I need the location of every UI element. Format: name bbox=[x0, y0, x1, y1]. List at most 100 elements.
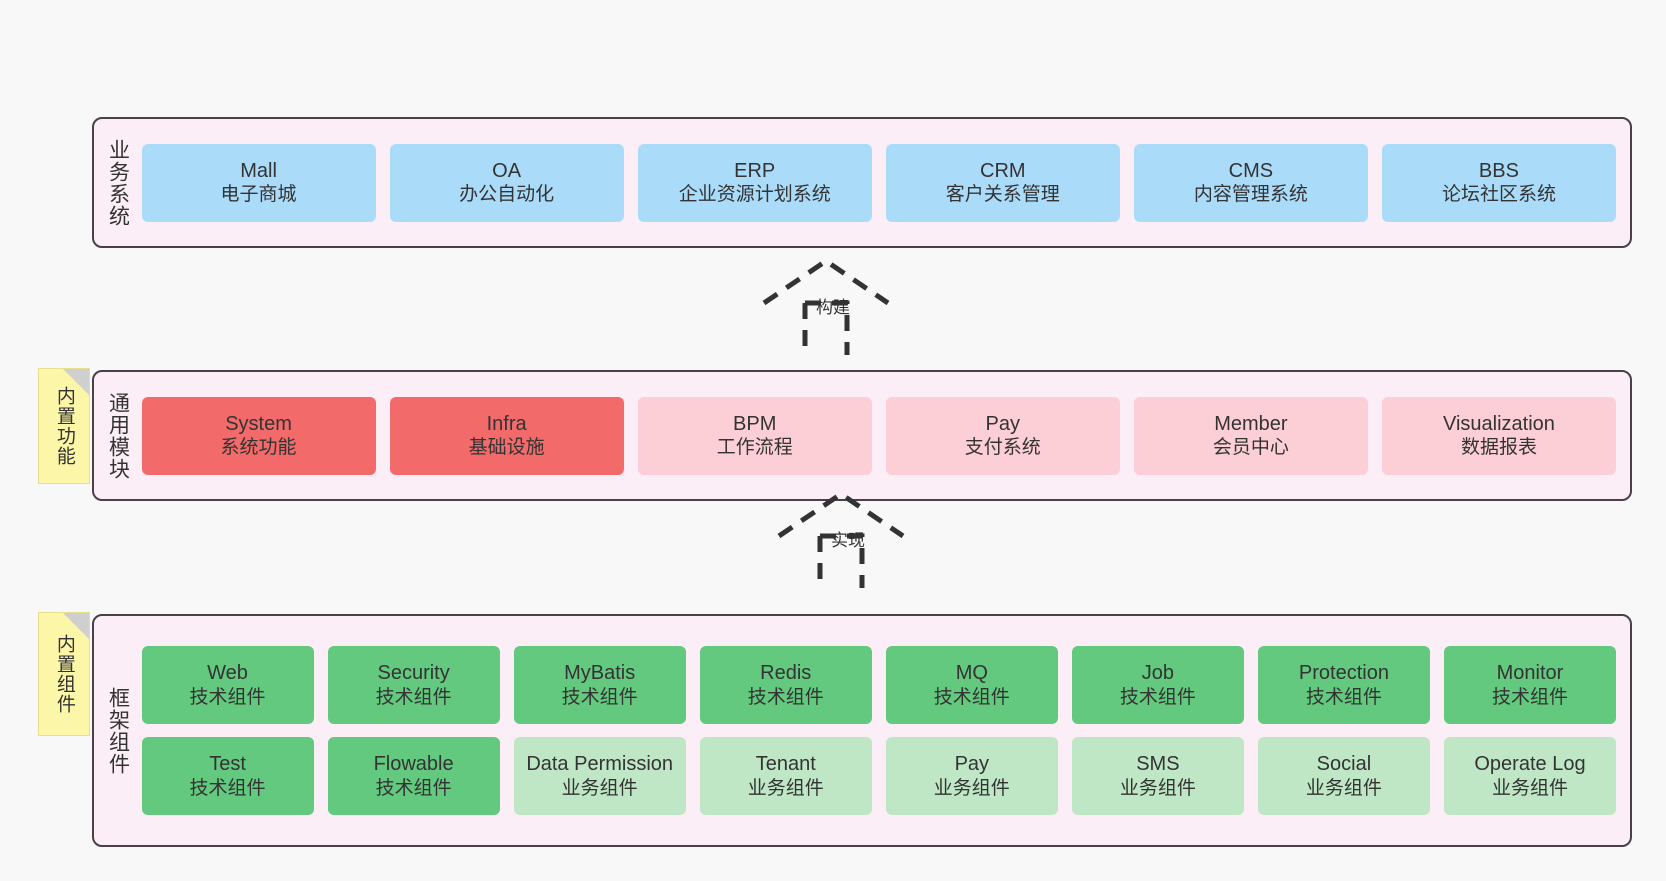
note-builtin-features-label: 内置功能 bbox=[53, 386, 75, 466]
connector-build: 构建 bbox=[750, 255, 950, 355]
cell-sms-title: SMS bbox=[1136, 753, 1180, 776]
cell-mall[interactable]: Mall 电子商城 bbox=[141, 143, 376, 222]
cell-erp-title: ERP bbox=[734, 159, 776, 182]
cell-infra-subtitle: 基础设施 bbox=[468, 437, 545, 459]
cell-sms-subtitle: 业务组件 bbox=[1119, 777, 1196, 799]
connector-implement-arrow bbox=[777, 490, 905, 588]
cell-job[interactable]: Job 技术组件 bbox=[1071, 646, 1244, 724]
cell-visualization-subtitle: 数据报表 bbox=[1460, 437, 1537, 459]
cell-tenant[interactable]: Tenant 业务组件 bbox=[699, 737, 872, 815]
cell-web-title: Web bbox=[207, 662, 248, 685]
cell-visualization-title: Visualization bbox=[1442, 412, 1555, 435]
cell-data-permission-subtitle: 业务组件 bbox=[561, 777, 638, 799]
note-fold-corner-icon bbox=[63, 369, 89, 395]
framework-components-cell-grid: Web 技术组件 Security 技术组件 MyBatis 技术组件 Redi… bbox=[138, 646, 1630, 815]
cell-crm-title: CRM bbox=[980, 159, 1026, 182]
business-systems-row: Mall 电子商城 OA 办公自动化 ERP 企业资源计划系统 CRM 客户关系… bbox=[141, 143, 1616, 222]
cell-social[interactable]: Social 业务组件 bbox=[1257, 737, 1430, 815]
cell-redis-title: Redis bbox=[760, 662, 812, 685]
cell-oa-subtitle: 办公自动化 bbox=[459, 184, 555, 206]
cell-mq-title: MQ bbox=[955, 662, 988, 685]
cell-erp[interactable]: ERP 企业资源计划系统 bbox=[637, 143, 872, 222]
cell-redis[interactable]: Redis 技术组件 bbox=[699, 646, 872, 724]
cell-infra[interactable]: Infra 基础设施 bbox=[389, 396, 624, 475]
cell-protection[interactable]: Protection 技术组件 bbox=[1257, 646, 1430, 724]
cell-social-title: Social bbox=[1316, 753, 1372, 776]
cell-sms[interactable]: SMS 业务组件 bbox=[1071, 737, 1244, 815]
cell-oa[interactable]: OA 办公自动化 bbox=[389, 143, 624, 222]
note-fold-corner-icon bbox=[63, 613, 89, 639]
cell-pay-module-title: Pay bbox=[985, 412, 1021, 435]
cell-cms-title: CMS bbox=[1228, 159, 1274, 182]
cell-bbs[interactable]: BBS 论坛社区系统 bbox=[1381, 143, 1616, 222]
cell-job-title: Job bbox=[1141, 662, 1174, 685]
cell-system-title: System bbox=[225, 412, 292, 435]
business-systems-cell-grid: Mall 电子商城 OA 办公自动化 ERP 企业资源计划系统 CRM 客户关系… bbox=[138, 143, 1630, 222]
cell-crm[interactable]: CRM 客户关系管理 bbox=[885, 143, 1120, 222]
cell-pay-component-subtitle: 业务组件 bbox=[933, 777, 1010, 799]
layer-framework-components-caption: 框架组件 bbox=[106, 686, 130, 775]
layer-common-modules: 通用模块 System 系统功能 Infra 基础设施 BPM 工作流程 Pay… bbox=[92, 370, 1632, 501]
cell-protection-title: Protection bbox=[1298, 662, 1389, 685]
note-builtin-components-label: 内置组件 bbox=[53, 634, 75, 714]
cell-cms-subtitle: 内容管理系统 bbox=[1193, 184, 1308, 206]
cell-pay-module-subtitle: 支付系统 bbox=[964, 437, 1041, 459]
cell-pay-component[interactable]: Pay 业务组件 bbox=[885, 737, 1058, 815]
cell-operate-log[interactable]: Operate Log 业务组件 bbox=[1443, 737, 1617, 815]
cell-tenant-subtitle: 业务组件 bbox=[747, 777, 824, 799]
cell-crm-subtitle: 客户关系管理 bbox=[945, 184, 1060, 206]
cell-redis-subtitle: 技术组件 bbox=[747, 686, 824, 708]
cell-protection-subtitle: 技术组件 bbox=[1305, 686, 1382, 708]
layer-framework-components: 框架组件 Web 技术组件 Security 技术组件 MyBatis 技术组件… bbox=[92, 614, 1632, 847]
framework-components-row-tech: Web 技术组件 Security 技术组件 MyBatis 技术组件 Redi… bbox=[141, 646, 1617, 724]
cell-pay-component-title: Pay bbox=[954, 753, 990, 776]
cell-bbs-subtitle: 论坛社区系统 bbox=[1441, 184, 1556, 206]
cell-bbs-title: BBS bbox=[1478, 159, 1519, 182]
cell-test-subtitle: 技术组件 bbox=[189, 777, 266, 799]
connector-implement-label: 实现 bbox=[831, 531, 865, 550]
cell-mall-subtitle: 电子商城 bbox=[220, 184, 297, 206]
cell-mybatis-title: MyBatis bbox=[564, 662, 636, 685]
cell-mybatis[interactable]: MyBatis 技术组件 bbox=[513, 646, 686, 724]
cell-visualization[interactable]: Visualization 数据报表 bbox=[1381, 396, 1616, 475]
cell-security-subtitle: 技术组件 bbox=[375, 686, 452, 708]
cell-flowable-title: Flowable bbox=[373, 753, 454, 776]
cell-monitor-subtitle: 技术组件 bbox=[1491, 686, 1568, 708]
cell-bpm-title: BPM bbox=[733, 412, 777, 435]
connector-build-arrow bbox=[762, 257, 890, 355]
cell-job-subtitle: 技术组件 bbox=[1119, 686, 1196, 708]
cell-mall-title: Mall bbox=[240, 159, 277, 182]
cell-mybatis-subtitle: 技术组件 bbox=[561, 686, 638, 708]
cell-monitor[interactable]: Monitor 技术组件 bbox=[1443, 646, 1617, 724]
cell-system-subtitle: 系统功能 bbox=[220, 437, 297, 459]
cell-flowable[interactable]: Flowable 技术组件 bbox=[327, 737, 500, 815]
connector-build-label: 构建 bbox=[816, 298, 850, 317]
common-modules-cell-grid: System 系统功能 Infra 基础设施 BPM 工作流程 Pay 支付系统… bbox=[138, 396, 1630, 475]
cell-member[interactable]: Member 会员中心 bbox=[1133, 396, 1368, 475]
connector-implement: 实现 bbox=[765, 488, 965, 588]
cell-system[interactable]: System 系统功能 bbox=[141, 396, 376, 475]
note-builtin-components: 内置组件 bbox=[38, 612, 90, 736]
cell-pay-module[interactable]: Pay 支付系统 bbox=[885, 396, 1120, 475]
cell-mq[interactable]: MQ 技术组件 bbox=[885, 646, 1058, 724]
cell-bpm[interactable]: BPM 工作流程 bbox=[637, 396, 872, 475]
cell-cms[interactable]: CMS 内容管理系统 bbox=[1133, 143, 1368, 222]
cell-security-title: Security bbox=[377, 662, 450, 685]
cell-tenant-title: Tenant bbox=[755, 753, 816, 776]
cell-test[interactable]: Test 技术组件 bbox=[141, 737, 314, 815]
cell-infra-title: Infra bbox=[486, 412, 527, 435]
cell-flowable-subtitle: 技术组件 bbox=[375, 777, 452, 799]
cell-data-permission[interactable]: Data Permission 业务组件 bbox=[513, 737, 686, 815]
cell-web-subtitle: 技术组件 bbox=[189, 686, 266, 708]
layer-business-systems: 业务系统 Mall 电子商城 OA 办公自动化 ERP 企业资源计划系统 CRM… bbox=[92, 117, 1632, 248]
cell-security[interactable]: Security 技术组件 bbox=[327, 646, 500, 724]
cell-data-permission-title: Data Permission bbox=[526, 753, 674, 776]
cell-web[interactable]: Web 技术组件 bbox=[141, 646, 314, 724]
cell-mq-subtitle: 技术组件 bbox=[933, 686, 1010, 708]
note-builtin-features: 内置功能 bbox=[38, 368, 90, 484]
cell-member-subtitle: 会员中心 bbox=[1212, 437, 1289, 459]
layer-common-modules-caption: 通用模块 bbox=[106, 391, 130, 480]
cell-operate-log-title: Operate Log bbox=[1474, 753, 1586, 776]
cell-member-title: Member bbox=[1214, 412, 1288, 435]
